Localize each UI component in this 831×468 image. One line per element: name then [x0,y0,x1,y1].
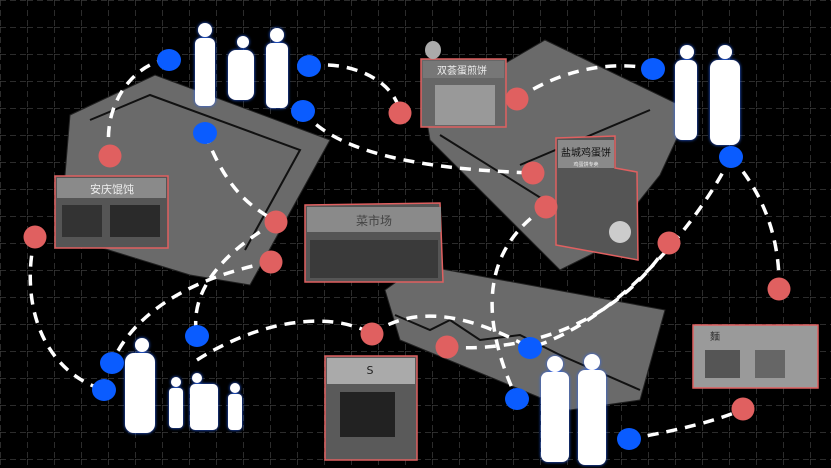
blue-node[interactable] [297,55,321,77]
red-node[interactable] [259,250,283,274]
walking-routes [28,58,781,441]
blue-node[interactable] [719,146,743,168]
shop-subsign-yancheng: 鸡蛋饼专卖 [573,161,598,168]
blue-node[interactable] [641,58,665,80]
people-adult-child-left [125,338,242,433]
red-node[interactable] [360,322,384,346]
blue-node[interactable] [617,428,641,450]
red-node[interactable] [521,161,545,185]
shop-sign-anqing: 安庆馄饨 [90,182,134,196]
route-5 [28,236,105,392]
shop-sign-market: 菜市场 [356,213,392,228]
route-11 [490,205,547,400]
route-10 [729,155,781,290]
red-node[interactable] [435,335,459,359]
red-node[interactable] [534,195,558,219]
shop-photo-s[interactable]: S [324,355,418,461]
shop-photo-anqing[interactable]: 安庆馄饨 [54,175,169,249]
route-6 [110,260,272,364]
red-nodes [23,87,791,421]
red-node[interactable] [767,277,791,301]
people-silhouettes [125,23,740,465]
blue-node[interactable] [505,388,529,410]
people-couple-top-right [675,45,740,145]
people-couple-bottom [541,354,606,465]
red-node[interactable] [264,210,288,234]
blue-node[interactable] [92,379,116,401]
blue-node[interactable] [518,337,542,359]
red-node[interactable] [505,87,529,111]
people-group-elderly [195,23,288,108]
red-node[interactable] [23,225,47,249]
shop-sign-s: S [367,364,374,377]
blue-node[interactable] [185,325,209,347]
red-node[interactable] [98,144,122,168]
route-13 [446,242,671,350]
blue-node[interactable] [193,122,217,144]
blue-node[interactable] [291,100,315,122]
shop-photo-jianbing[interactable]: 双荟蛋煎饼 [420,41,507,128]
route-7 [194,220,277,337]
blue-node[interactable] [100,352,124,374]
shop-sign-noodle: 麵 [710,331,720,343]
shop-sign-yancheng: 盐城鸡蛋饼 [561,146,611,159]
red-node[interactable] [731,397,755,421]
shop-sign-jianbing: 双荟蛋煎饼 [437,64,487,77]
red-node[interactable] [657,231,681,255]
route-4 [203,132,278,224]
route-14 [370,314,531,350]
route-3 [301,109,534,175]
blue-node[interactable] [157,49,181,71]
blue-nodes [92,49,743,450]
red-node[interactable] [388,101,412,125]
shop-photo-yancheng[interactable]: 盐城鸡蛋饼 鸡蛋饼专卖 [555,135,639,261]
route-12 [196,319,373,362]
shop-photo-noodle[interactable]: 麵 [692,324,819,389]
shop-photo-market[interactable]: 菜市场 [304,202,444,283]
